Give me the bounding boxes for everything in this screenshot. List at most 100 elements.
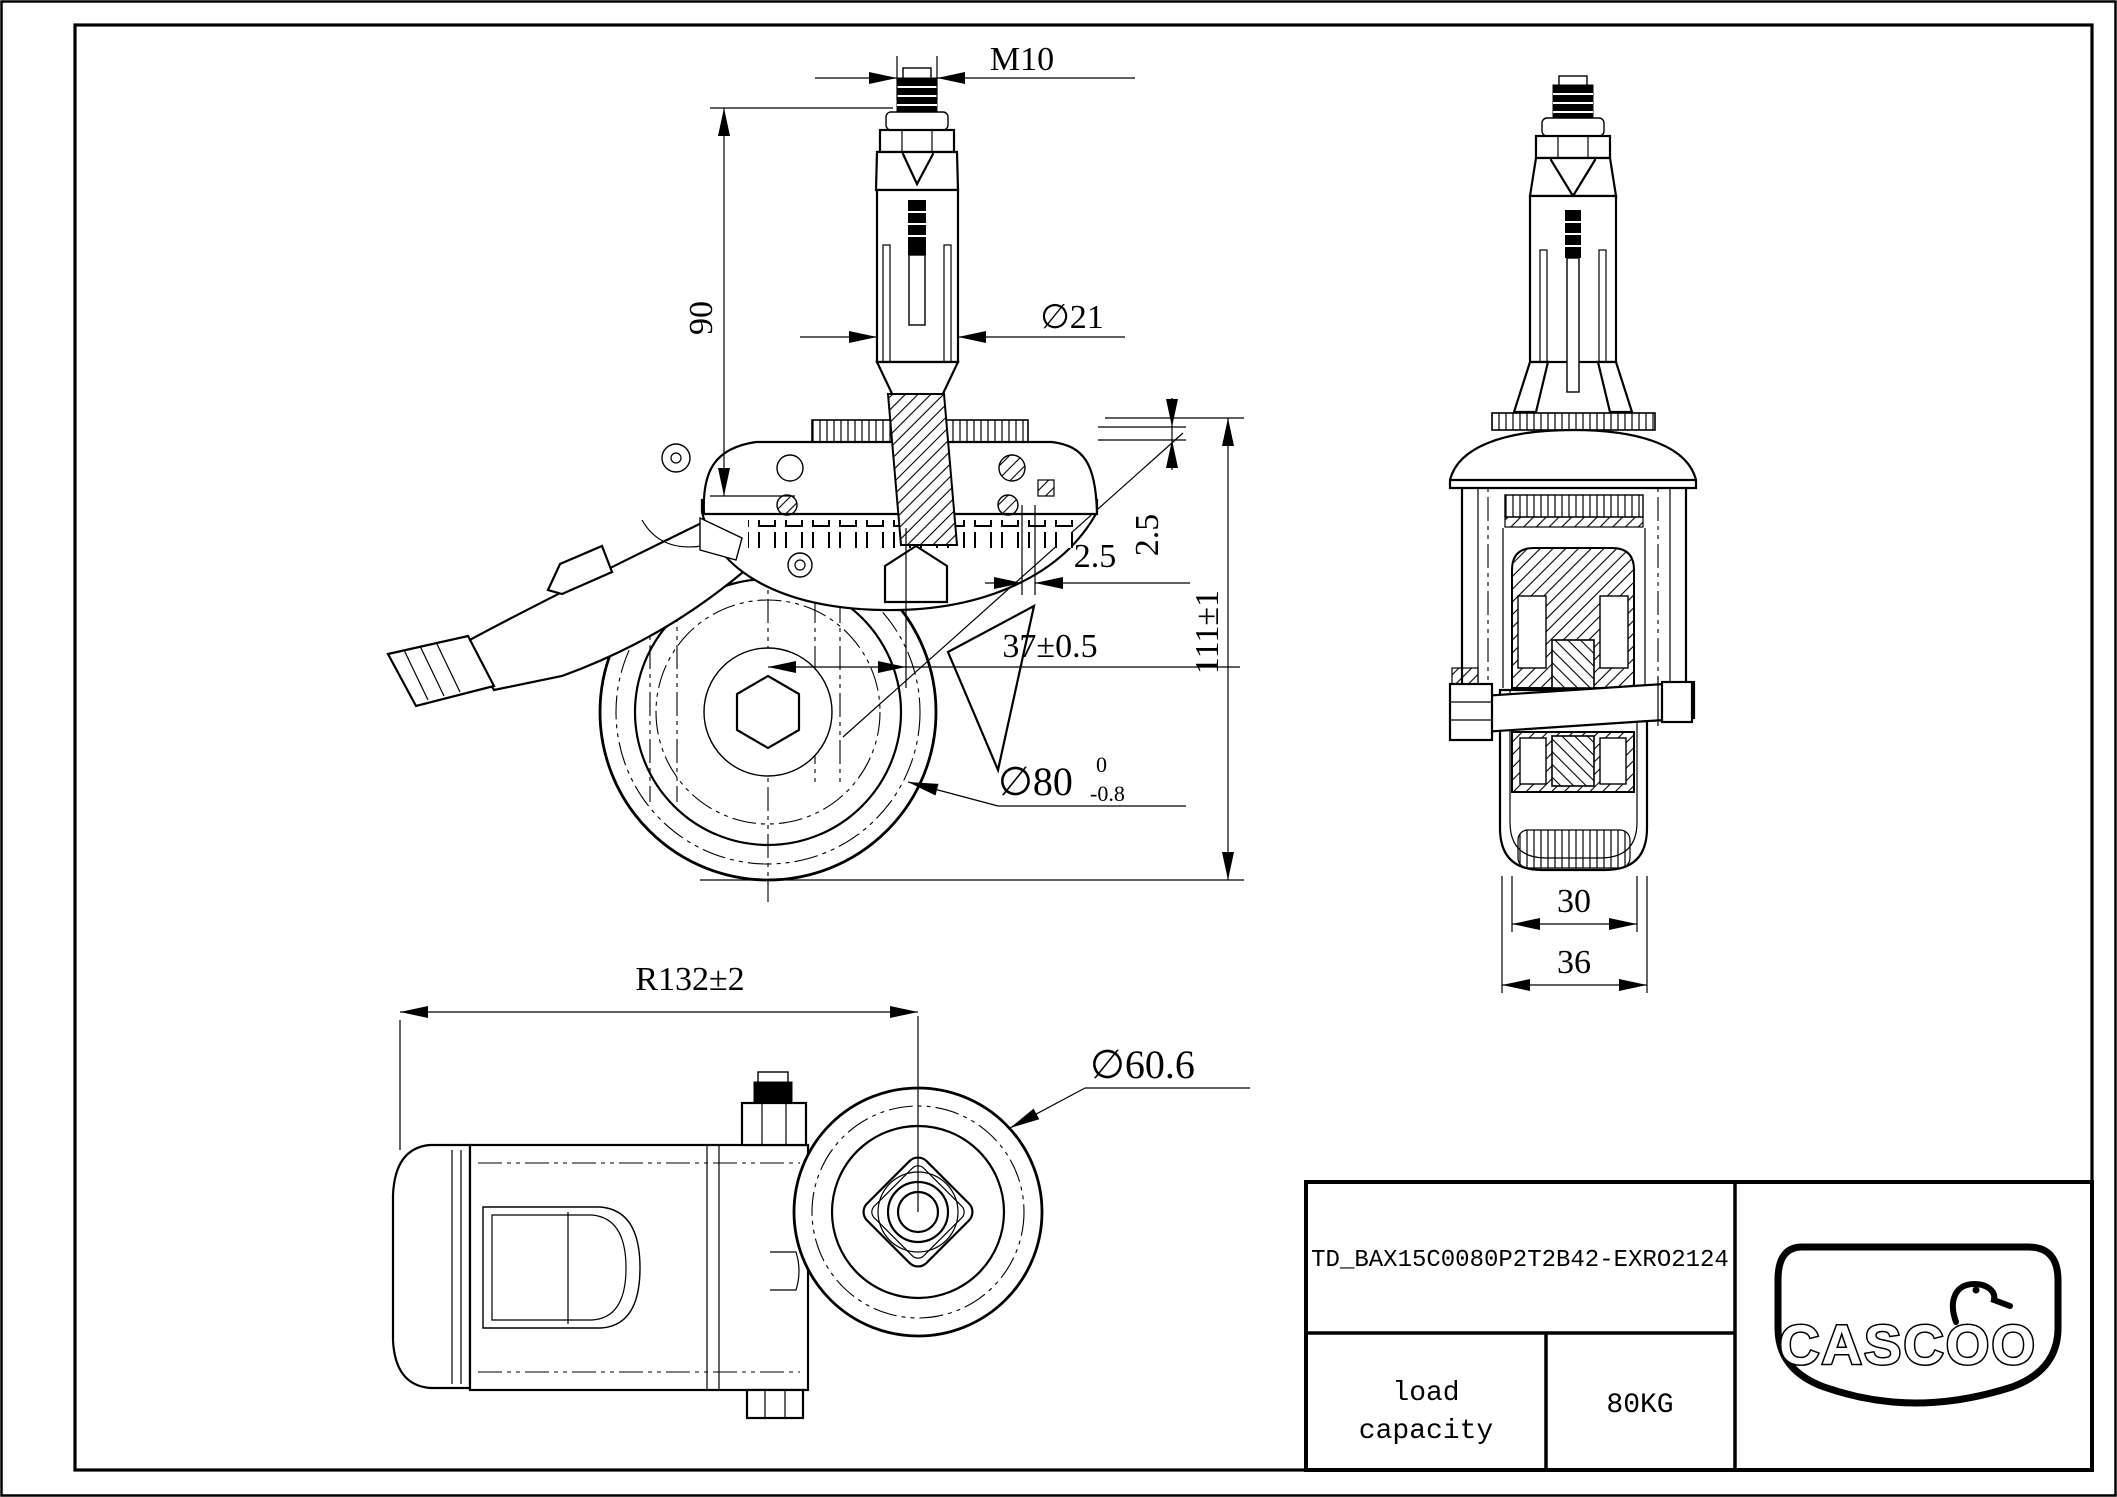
brake-tab-section bbox=[1451, 667, 1479, 685]
bearing-ball-section bbox=[776, 494, 798, 516]
dim-swivel-radius: R132±2 bbox=[635, 961, 744, 998]
arrowhead bbox=[1166, 440, 1178, 468]
pedal-window-inner bbox=[491, 1214, 627, 1321]
expander-nut bbox=[878, 128, 956, 154]
load-capacity-value: 80KG bbox=[1606, 1390, 1673, 1421]
arrowhead bbox=[1609, 918, 1637, 930]
side-head bbox=[1448, 412, 1698, 690]
axle-nut bbox=[1660, 680, 1694, 724]
stud-thread-top bbox=[753, 1081, 793, 1105]
stud-collar bbox=[885, 111, 949, 131]
arrowhead bbox=[849, 331, 877, 343]
axle-hex-nut bbox=[735, 674, 801, 750]
arrowhead bbox=[718, 468, 730, 496]
title-block: TD_BAX15C0080P2T2B42-EXRO2124 load capac… bbox=[1304, 1180, 2094, 1472]
pedal-rib bbox=[403, 649, 429, 701]
axle-hex-head bbox=[1448, 682, 1494, 742]
fork-right-leg bbox=[946, 603, 1036, 774]
arrowhead bbox=[908, 782, 939, 796]
bottom-view: R132±2 ∅60.6 bbox=[391, 961, 1250, 1420]
bearing-bore bbox=[1517, 595, 1547, 669]
arrowhead bbox=[937, 72, 965, 84]
bearing-bore bbox=[1599, 595, 1629, 669]
brake-spring-hook bbox=[641, 519, 703, 548]
bearing-ball-section bbox=[998, 454, 1026, 482]
kingpin-shank bbox=[1566, 257, 1580, 393]
spring-roller bbox=[661, 443, 691, 473]
arrowhead bbox=[1166, 399, 1178, 427]
front-dimensions: M10 90 ∅21 2.5 bbox=[683, 41, 1244, 881]
dim-thread: M10 bbox=[990, 41, 1054, 78]
dim-tread-width: 30 bbox=[1557, 883, 1591, 920]
hub-square-inner bbox=[871, 1165, 965, 1259]
retainer-clip bbox=[770, 1251, 800, 1291]
caster-bird-icon bbox=[1949, 1280, 2013, 1325]
arrowhead bbox=[1035, 577, 1063, 589]
arrowhead bbox=[768, 661, 796, 673]
dim-overall-height: 111±1 bbox=[1189, 590, 1226, 674]
brake-pawl bbox=[699, 516, 743, 561]
expander-finger bbox=[1596, 360, 1634, 414]
dim-wheel-dia-tol-lower: -0.8 bbox=[1090, 781, 1125, 806]
serrated-washer bbox=[1504, 494, 1644, 518]
dim-stem-dia: ∅21 bbox=[1040, 299, 1104, 336]
bearing-ball bbox=[776, 454, 804, 482]
dim-wheel-dia: ∅80 bbox=[998, 759, 1073, 804]
expander-finger bbox=[1512, 360, 1550, 414]
swivel-dome bbox=[1448, 428, 1698, 490]
arrowhead bbox=[1222, 852, 1234, 880]
expander-cone bbox=[1528, 156, 1618, 198]
side-dimensions: 30 36 bbox=[1501, 876, 1648, 993]
bearing-race-band bbox=[1504, 516, 1644, 528]
arrowhead bbox=[1502, 979, 1530, 991]
bearing-ball-section bbox=[997, 494, 1019, 516]
fork-tab bbox=[546, 544, 614, 596]
kingpin-section bbox=[886, 393, 959, 546]
side-wheel-section bbox=[1448, 547, 1696, 872]
arrowhead bbox=[878, 661, 906, 673]
arrowhead bbox=[400, 1006, 428, 1018]
side-stem bbox=[1512, 75, 1634, 414]
arrowhead bbox=[994, 577, 1022, 589]
bottom-dome bbox=[792, 1016, 1044, 1338]
arrowhead bbox=[718, 108, 730, 136]
expander-vee-slot bbox=[901, 152, 935, 187]
brand-logo: CASCOO bbox=[1774, 1243, 2062, 1407]
fork-edge-line bbox=[842, 432, 1184, 738]
arrowhead bbox=[869, 72, 897, 84]
bottom-dimensions: R132±2 ∅60.6 bbox=[399, 961, 1250, 1150]
caster-bird-eye bbox=[1972, 1286, 1980, 1294]
hex-nut-bottom bbox=[745, 1388, 805, 1420]
seal-block bbox=[1037, 479, 1055, 497]
hex-nut-top bbox=[740, 1101, 808, 1147]
dim-gap-horizontal: 2.5 bbox=[1074, 538, 1117, 575]
inner-border bbox=[73, 23, 2094, 1472]
spring-roller-inner bbox=[670, 452, 682, 464]
rivet-circle bbox=[787, 552, 813, 578]
arrowhead bbox=[890, 1006, 918, 1018]
expander-nut bbox=[1534, 134, 1612, 160]
dim-gap-vertical: 2.5 bbox=[1129, 514, 1166, 557]
axle-square-section bbox=[1551, 639, 1595, 689]
wheel-inner-pitch-circle bbox=[655, 599, 881, 825]
brake-pedal bbox=[386, 634, 496, 708]
arrowhead bbox=[958, 331, 986, 343]
kingpin-shank bbox=[908, 254, 926, 326]
front-stem bbox=[874, 67, 960, 604]
tread-contact-band bbox=[1517, 829, 1631, 869]
logo-text: CASCOO bbox=[1779, 1313, 2037, 1376]
rivet-circle-inner bbox=[794, 559, 806, 571]
dim-dome-dia: ∅60.6 bbox=[1090, 1042, 1195, 1087]
side-view: 30 36 bbox=[1448, 75, 1698, 993]
pedal-window bbox=[482, 1206, 641, 1329]
kingpin-nut bbox=[883, 544, 949, 604]
axle-square-section bbox=[1551, 735, 1595, 787]
arrowhead bbox=[1619, 979, 1647, 991]
bottom-body bbox=[391, 1071, 810, 1420]
pedal-rib bbox=[435, 641, 461, 693]
dim-swivel-offset: 37±0.5 bbox=[1002, 628, 1097, 665]
kingpin-thread bbox=[908, 200, 926, 255]
